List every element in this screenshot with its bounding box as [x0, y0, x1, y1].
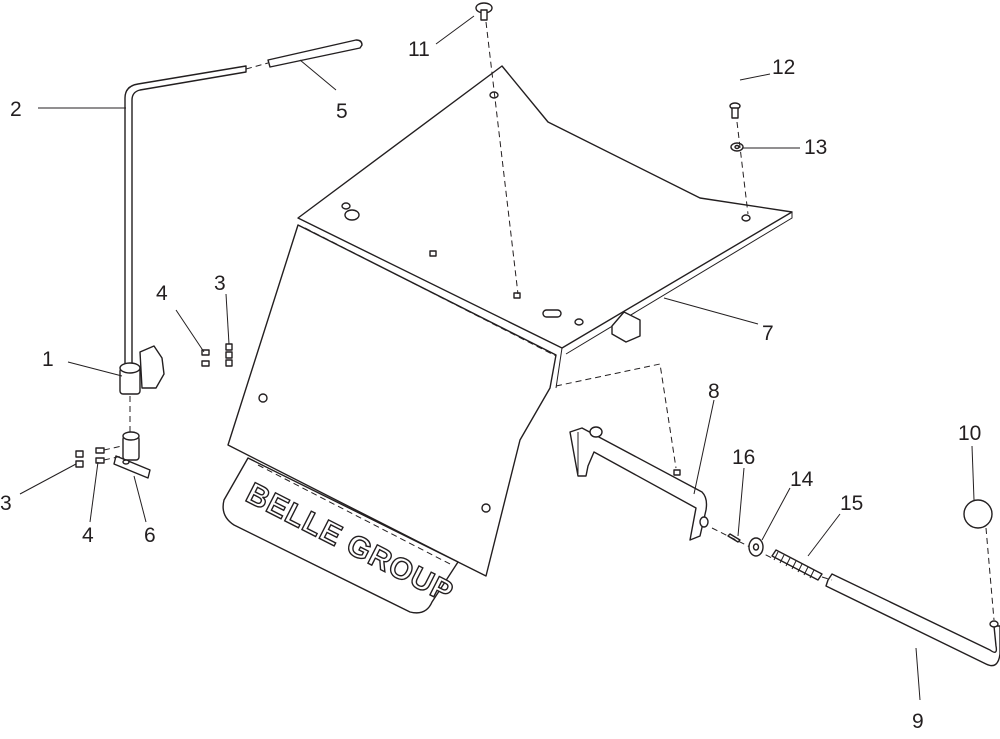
callout-8: 8 — [708, 380, 720, 403]
callout-labels: 1 2 3 3 4 4 5 6 7 8 9 10 11 12 13 14 15 … — [0, 38, 981, 733]
callout-14: 14 — [790, 468, 814, 491]
callout-3-upper: 3 — [214, 272, 226, 295]
callout-3-lower: 3 — [0, 492, 12, 515]
callout-12: 12 — [772, 56, 795, 79]
callout-13: 13 — [804, 136, 827, 159]
pin-washer-spring — [711, 527, 823, 581]
callout-4-lower: 4 — [82, 524, 94, 547]
callout-16: 16 — [732, 446, 755, 469]
callout-11: 11 — [408, 38, 430, 61]
callout-15: 15 — [840, 492, 863, 515]
screw-washer — [729, 102, 749, 215]
callout-7: 7 — [762, 322, 774, 345]
callout-6: 6 — [144, 524, 156, 547]
pivot-bracket — [113, 431, 151, 479]
quadrant-lever — [119, 345, 165, 432]
callout-leaders — [19, 15, 975, 701]
callout-4-upper: 4 — [156, 282, 168, 305]
knob — [963, 499, 995, 621]
l-rod — [821, 573, 1000, 667]
callout-9: 9 — [912, 710, 924, 733]
top-bolt — [475, 2, 519, 295]
callout-5: 5 — [336, 100, 348, 123]
callout-1: 1 — [42, 348, 54, 371]
callout-2: 2 — [10, 98, 22, 121]
guard-plate — [227, 65, 793, 577]
small-fasteners — [75, 343, 233, 468]
callout-10: 10 — [958, 422, 981, 445]
support-bracket — [555, 363, 709, 541]
control-rod — [124, 39, 363, 369]
